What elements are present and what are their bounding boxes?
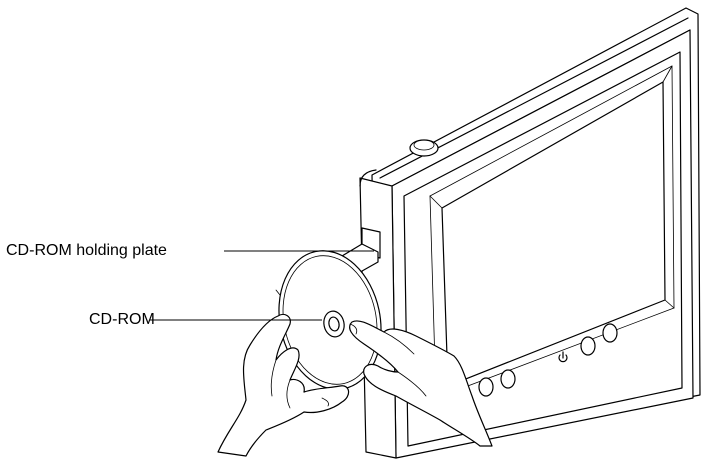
bezel-button-1	[478, 377, 494, 397]
cd-hub-hole	[328, 316, 340, 332]
right-hand	[349, 320, 493, 447]
screen-bevel-right	[671, 65, 675, 309]
screen-corner-2	[662, 65, 673, 83]
left-hand	[217, 313, 350, 457]
left-hand-nail	[321, 397, 329, 407]
label-cd-rom: CD-ROM	[89, 311, 155, 328]
monitor	[359, 7, 701, 459]
top-button	[409, 139, 439, 157]
right-hand-shape	[349, 320, 493, 447]
cd-hub-outer	[323, 310, 345, 338]
left-hand-shape	[217, 313, 350, 457]
right-hand-crease	[397, 371, 427, 397]
bezel-buttons	[478, 323, 618, 397]
screen-bevel-top	[429, 65, 673, 197]
top-button-inner	[413, 139, 435, 151]
right-hand-crease-2	[383, 331, 415, 355]
screen-corner-1	[429, 195, 443, 209]
power-icon	[558, 351, 568, 363]
bezel-button-3	[580, 336, 596, 356]
side-corner	[359, 169, 377, 187]
bezel-button-4	[602, 323, 618, 343]
left-hand-crease	[270, 359, 277, 397]
right-hand-nail	[349, 323, 358, 335]
label-cd-rom-holding-plate: CD-ROM holding plate	[6, 242, 167, 259]
screen-corner-3	[664, 299, 675, 309]
bezel-button-2	[500, 369, 516, 389]
left-hand-crease-2	[286, 379, 291, 409]
screen-bevel-bottom	[435, 307, 675, 399]
